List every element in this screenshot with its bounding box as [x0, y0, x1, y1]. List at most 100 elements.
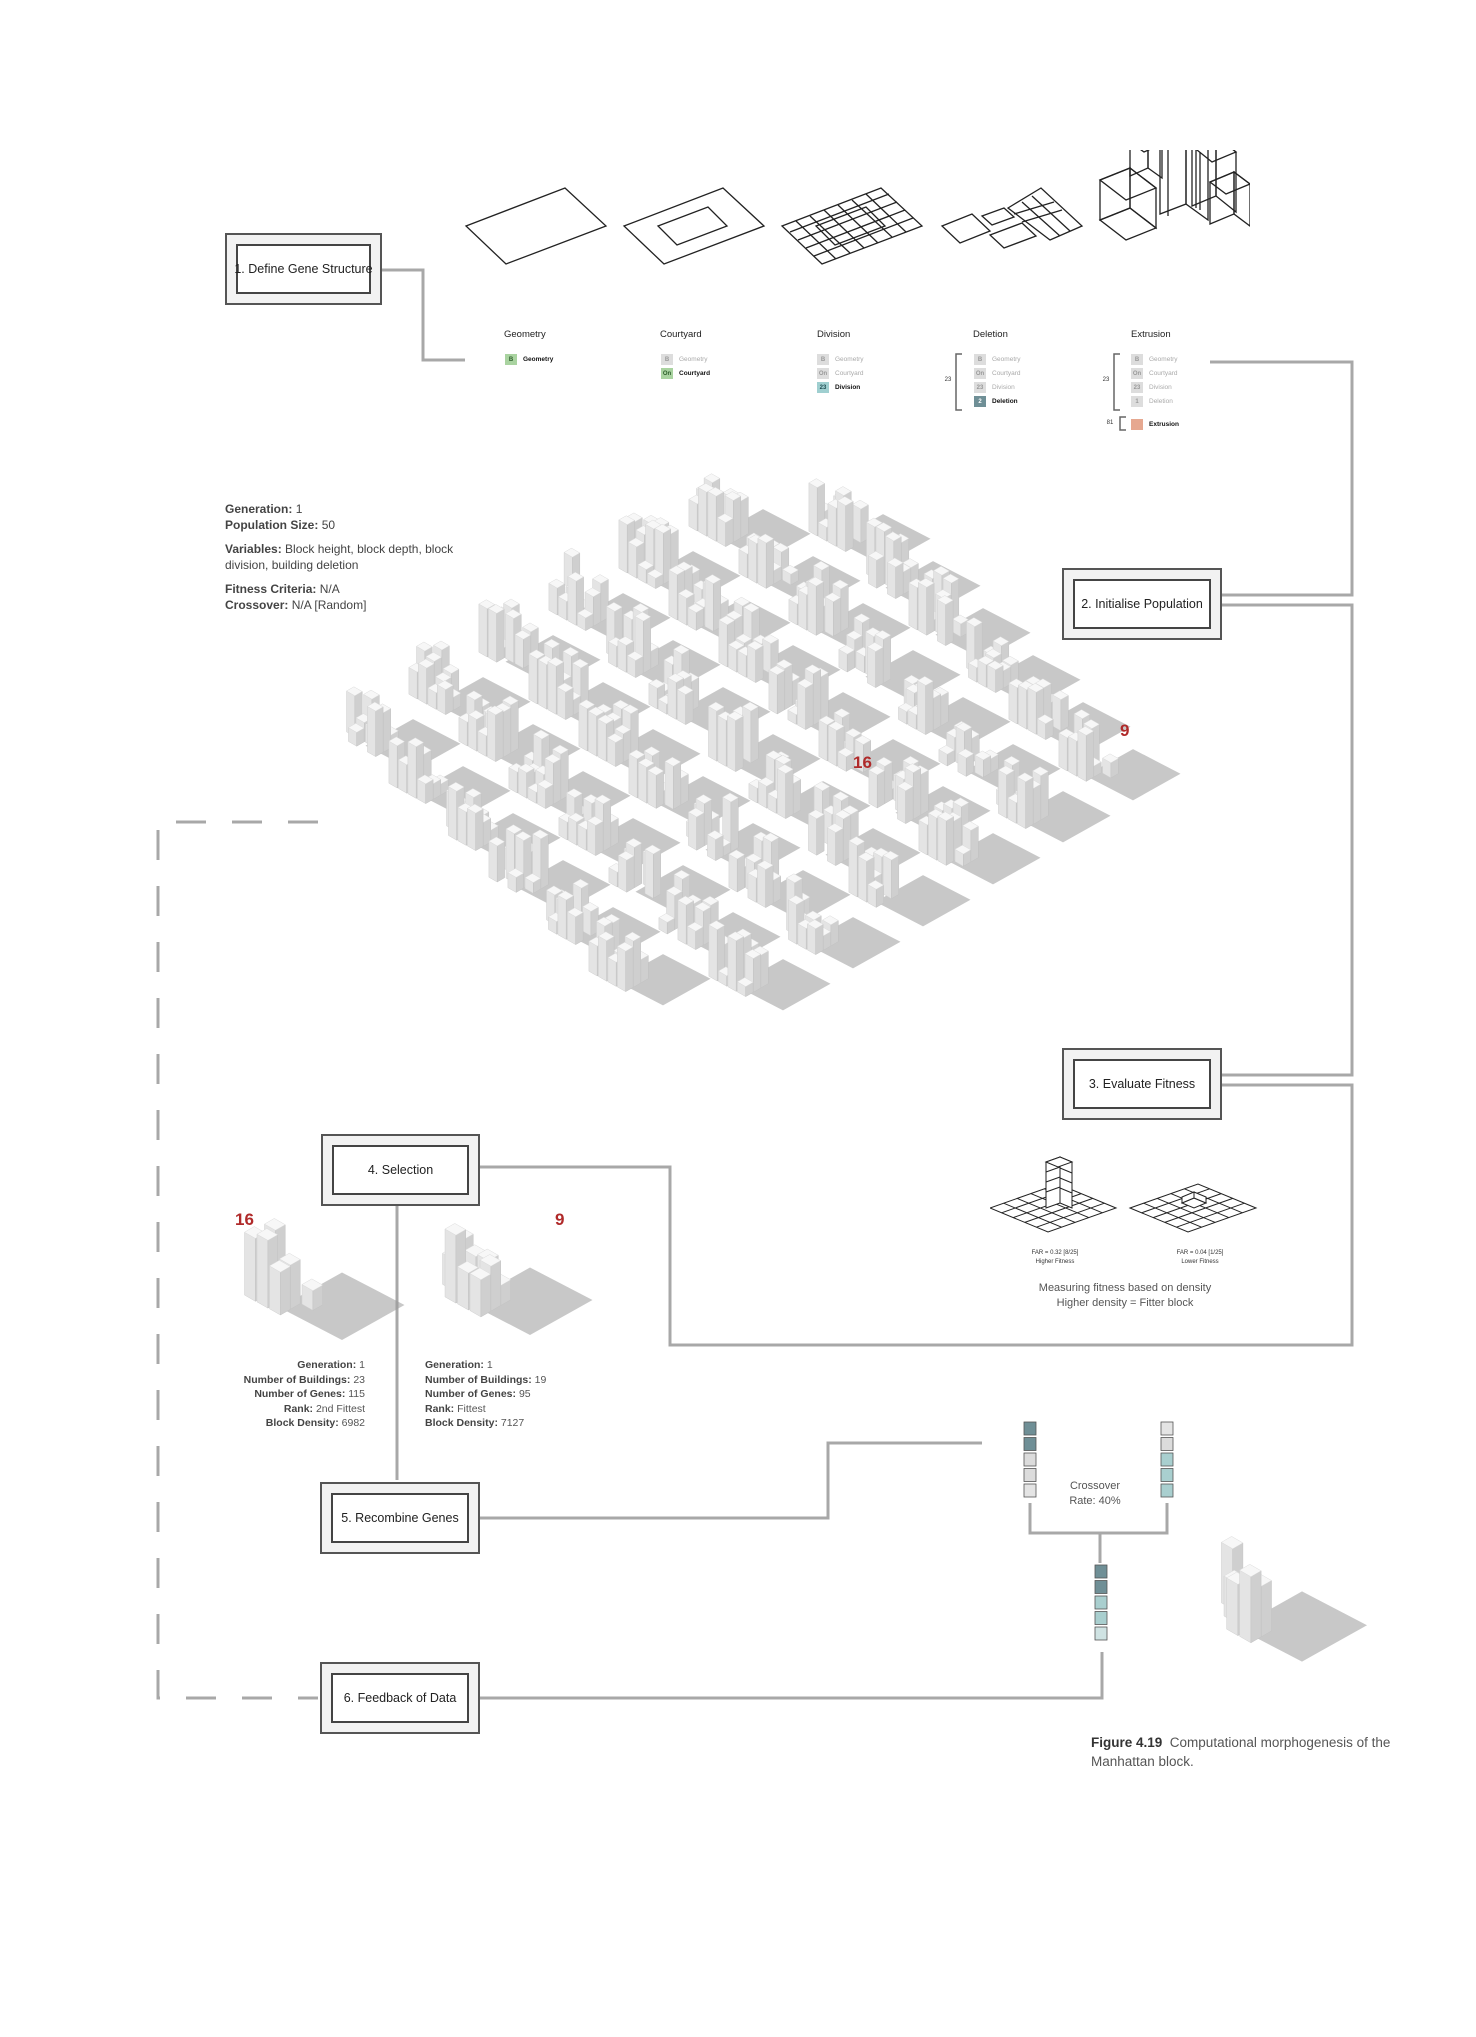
gene-label: Deletion — [1149, 398, 1173, 405]
gene-row: 23 Division — [974, 382, 1015, 393]
gene-value: On — [661, 368, 673, 379]
gene-value: 23 — [974, 382, 986, 393]
step-label: 6. Feedback of Data — [331, 1673, 469, 1723]
gene-row: B Geometry — [817, 354, 864, 365]
gene-row: Extrusion — [1131, 419, 1179, 430]
highlight-number: 16 — [853, 753, 872, 772]
crossover-line: Crossover — [1069, 1480, 1121, 1492]
crossover-line: Rate: 40% — [1069, 1494, 1121, 1507]
gene-value: 1 — [1131, 396, 1143, 407]
meta-label: Variables: — [225, 542, 282, 556]
selected-block-16 — [243, 1218, 405, 1340]
grid-low-density — [1128, 1183, 1258, 1233]
population-block — [818, 708, 941, 791]
population-block — [848, 836, 971, 927]
info-label: Block Density: — [425, 1417, 498, 1429]
meta-value: 1 — [295, 502, 303, 516]
gene-value: On — [817, 368, 829, 379]
step-label: 3. Evaluate Fitness — [1073, 1059, 1211, 1109]
fitness-label: Higher Fitness — [1035, 1259, 1075, 1265]
step-feedback-of-data: 6. Feedback of Data — [320, 1662, 480, 1734]
courtyard-drawing — [622, 187, 766, 265]
gene-row: On Courtyard — [1131, 368, 1178, 379]
gene-value: B — [661, 354, 673, 365]
crossover-label: Crossover Rate: 40% — [1040, 1479, 1150, 1508]
population-block — [918, 797, 1041, 885]
step-recombine-genes: 5. Recombine Genes — [320, 1482, 480, 1554]
info-label: Rank: — [283, 1402, 314, 1415]
meta-label: Fitness Criteria: — [225, 582, 317, 596]
info-label: Number of Genes: — [425, 1388, 517, 1400]
gene-value — [1131, 419, 1143, 430]
gene-strip-parent-a — [1023, 1421, 1037, 1498]
gene-label: Geometry — [835, 356, 864, 363]
selected-number: 16 — [235, 1210, 254, 1229]
gene-value: 23 — [817, 382, 829, 393]
info-label: Rank: — [425, 1402, 455, 1415]
gene-row: 23 Division — [817, 382, 860, 393]
selected-block-9 — [441, 1223, 593, 1335]
gene-row: On Courtyard — [974, 368, 1021, 379]
population-block — [838, 613, 961, 702]
gene-label: Geometry — [523, 356, 554, 363]
fitness-note-line: Higher density = Fitter block — [1056, 1296, 1194, 1309]
meta-label: Population Size: — [225, 517, 319, 532]
info-label: Number of Buildings: — [425, 1373, 532, 1386]
gene-value: B — [505, 354, 517, 365]
step-initialise-population: 2. Initialise Population — [1062, 568, 1222, 640]
population-block — [1058, 709, 1181, 801]
grid-high-density — [990, 1156, 1118, 1233]
individual-info-16: Generation: 1 Number of Buildings: 23 Nu… — [160, 1358, 365, 1431]
gene-label: Courtyard — [679, 370, 711, 377]
individual-info-9: Generation: 1 Number of Buildings: 19 Nu… — [425, 1358, 635, 1431]
bracket-count: 23 — [1102, 377, 1110, 383]
meta-value: Block height, block depth, block divisio… — [225, 542, 454, 572]
step-label: 1. Define Gene Structure — [234, 244, 373, 294]
population-block — [728, 831, 851, 922]
division-drawing — [780, 187, 924, 265]
gene-value: On — [1131, 368, 1143, 379]
info-value: 7127 — [500, 1417, 525, 1429]
gene-row: B Geometry — [974, 354, 1021, 365]
meta-value: 50 — [321, 517, 336, 532]
gene-value: B — [974, 354, 986, 365]
population-block — [528, 638, 651, 734]
info-value: 115 — [348, 1388, 365, 1400]
info-label: Generation: — [297, 1359, 357, 1371]
meta-value: N/A — [319, 582, 340, 596]
population-block — [558, 788, 681, 870]
info-value: 19 — [534, 1373, 547, 1386]
gene-label: Courtyard — [992, 370, 1021, 377]
step-selection: 4. Selection — [321, 1134, 480, 1206]
population-block — [708, 920, 831, 1011]
far-label: FAR = 0.04 [1/25] — [1176, 1250, 1224, 1256]
population-block — [578, 699, 701, 781]
gene-label: Geometry — [679, 356, 708, 363]
population-meta: Generation: 1 Population Size: 50 Variab… — [225, 502, 485, 613]
caption-text: Computational morphogenesis of the Manha… — [1091, 1735, 1391, 1769]
selected-number: 9 — [555, 1210, 565, 1229]
population-block — [668, 561, 791, 650]
step-define-gene-structure: 1. Define Gene Structure — [225, 233, 382, 305]
fitness-note: Measuring fitness based on density Highe… — [1010, 1281, 1240, 1310]
info-label: Block Density: — [265, 1417, 339, 1429]
deletion-drawing — [940, 187, 1084, 249]
gene-row: On Courtyard — [661, 368, 710, 379]
gene-row: 2 Deletion — [974, 396, 1018, 407]
population-block — [785, 873, 901, 969]
gene-row: B Geometry — [1131, 354, 1178, 365]
geometry-plot-drawing — [464, 187, 608, 265]
gene-value: On — [974, 368, 986, 379]
population-block — [688, 473, 811, 561]
population-block — [996, 756, 1111, 843]
info-value: 1 — [486, 1359, 493, 1371]
population-block — [908, 566, 1031, 660]
gene-label: Extrusion — [1149, 421, 1179, 428]
gene-label: Division — [992, 384, 1015, 391]
info-value: 23 — [353, 1373, 365, 1386]
step-label: 4. Selection — [332, 1145, 469, 1195]
fitness-grids — [990, 1156, 1258, 1233]
meta-label: Crossover: — [225, 597, 289, 612]
